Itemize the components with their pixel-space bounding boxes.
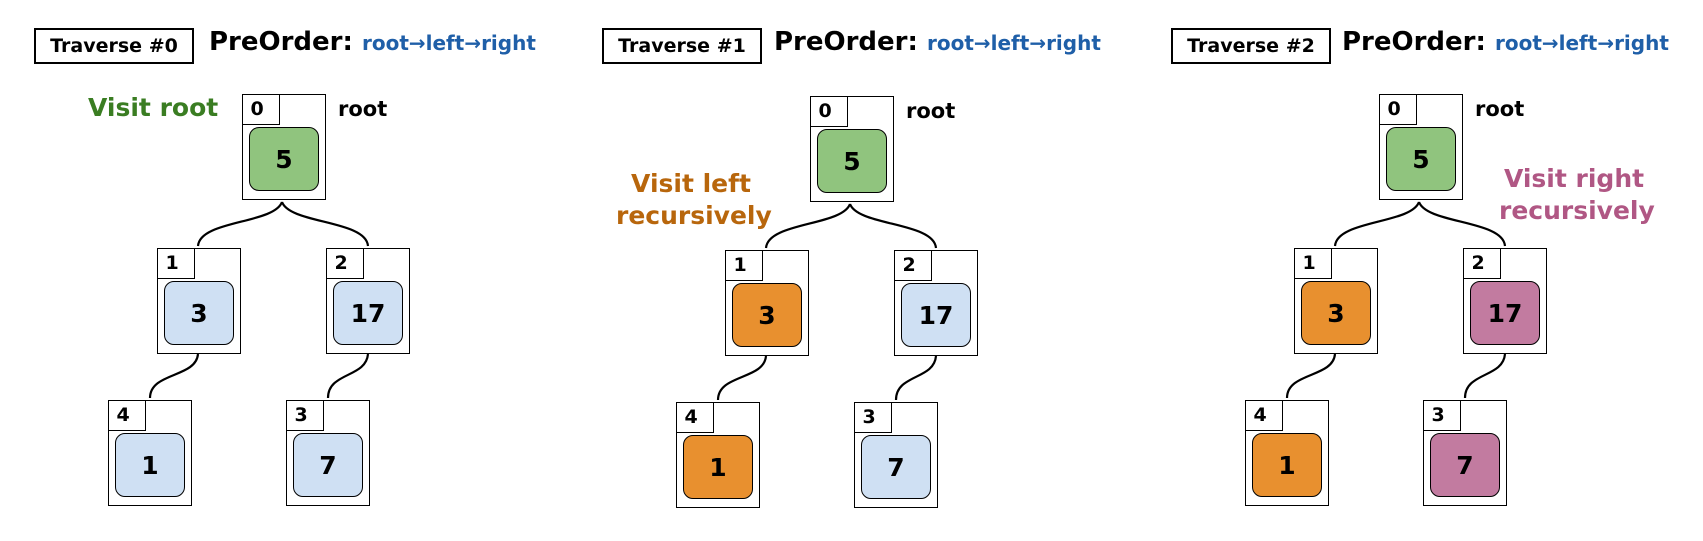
node-value: 3 — [732, 283, 802, 347]
root-label: root — [338, 97, 388, 121]
preorder-sequence: root→left→right — [361, 31, 536, 55]
edge-0-1 — [764, 203, 852, 249]
edge-1-4 — [148, 353, 200, 399]
edge-0-2 — [848, 203, 938, 249]
node-index: 4 — [107, 399, 146, 431]
edge-0-1 — [196, 201, 284, 247]
preorder-heading: PreOrder: root→left→right — [209, 27, 536, 57]
node-value: 17 — [333, 281, 403, 345]
root-label: root — [906, 99, 956, 123]
node-index: 3 — [1422, 399, 1461, 431]
edge-0-1 — [1333, 201, 1421, 247]
preorder-sequence: root→left→right — [926, 31, 1101, 55]
edge-2-3 — [1463, 353, 1507, 399]
edge-2-3 — [894, 355, 938, 401]
edge-0-2 — [1417, 201, 1507, 247]
tree-edges — [716, 203, 938, 401]
node-index: 3 — [285, 399, 324, 431]
root-label: root — [1475, 97, 1525, 121]
node-index: 0 — [241, 93, 280, 125]
node-index: 1 — [156, 247, 195, 279]
node-value: 1 — [683, 435, 753, 499]
traverse-panel-0: Traverse #0 PreOrder: root→left→right Vi… — [0, 0, 560, 541]
node-value: 5 — [817, 129, 887, 193]
tree-node-0: 0 5 — [241, 93, 326, 200]
edge-2-3 — [326, 353, 370, 399]
traverse-label: Traverse #0 — [34, 28, 194, 64]
edge-0-2 — [280, 201, 370, 247]
node-value: 3 — [1301, 281, 1371, 345]
tree-edges — [1285, 201, 1507, 399]
tree-node-3: 3 7 — [1422, 399, 1507, 506]
node-value: 3 — [164, 281, 234, 345]
node-value: 1 — [1252, 433, 1322, 497]
traverse-panel-2: Traverse #2 PreOrder: root→left→right Vi… — [1137, 0, 1697, 541]
tree-node-1: 1 3 — [156, 247, 241, 354]
tree-node-3: 3 7 — [853, 401, 938, 508]
edge-1-4 — [716, 355, 768, 401]
preorder-label: PreOrder: — [774, 27, 918, 57]
node-index: 1 — [1293, 247, 1332, 279]
visit-annotation: Visit left recursively — [616, 169, 772, 230]
tree-node-0: 0 5 — [1378, 93, 1463, 200]
preorder-heading: PreOrder: root→left→right — [1342, 27, 1669, 57]
node-index: 2 — [325, 247, 364, 279]
tree-node-2: 2 17 — [325, 247, 410, 354]
edge-1-4 — [1285, 353, 1337, 399]
node-index: 1 — [724, 249, 763, 281]
node-index: 4 — [675, 401, 714, 433]
tree-node-4: 4 1 — [675, 401, 760, 508]
node-value: 7 — [293, 433, 363, 497]
visit-annotation: Visit right recursively — [1499, 164, 1655, 225]
node-index: 0 — [809, 95, 848, 127]
node-index: 2 — [893, 249, 932, 281]
tree-node-4: 4 1 — [1244, 399, 1329, 506]
node-value: 17 — [1470, 281, 1540, 345]
visit-annotation: Visit root — [88, 93, 219, 122]
node-value: 7 — [1430, 433, 1500, 497]
node-value: 5 — [1386, 127, 1456, 191]
node-value: 1 — [115, 433, 185, 497]
node-index: 2 — [1462, 247, 1501, 279]
tree-node-2: 2 17 — [1462, 247, 1547, 354]
node-index: 0 — [1378, 93, 1417, 125]
node-index: 4 — [1244, 399, 1283, 431]
preorder-label: PreOrder: — [1342, 27, 1486, 57]
tree-node-2: 2 17 — [893, 249, 978, 356]
tree-node-1: 1 3 — [724, 249, 809, 356]
tree-node-0: 0 5 — [809, 95, 894, 202]
node-value: 7 — [861, 435, 931, 499]
preorder-sequence: root→left→right — [1494, 31, 1669, 55]
tree-node-4: 4 1 — [107, 399, 192, 506]
node-value: 17 — [901, 283, 971, 347]
preorder-heading: PreOrder: root→left→right — [774, 27, 1101, 57]
traverse-label: Traverse #2 — [1171, 28, 1331, 64]
node-index: 3 — [853, 401, 892, 433]
traverse-label: Traverse #1 — [602, 28, 762, 64]
tree-node-1: 1 3 — [1293, 247, 1378, 354]
node-value: 5 — [249, 127, 319, 191]
preorder-label: PreOrder: — [209, 27, 353, 57]
tree-edges — [148, 201, 370, 399]
traverse-panel-1: Traverse #1 PreOrder: root→left→right Vi… — [568, 0, 1128, 541]
tree-node-3: 3 7 — [285, 399, 370, 506]
